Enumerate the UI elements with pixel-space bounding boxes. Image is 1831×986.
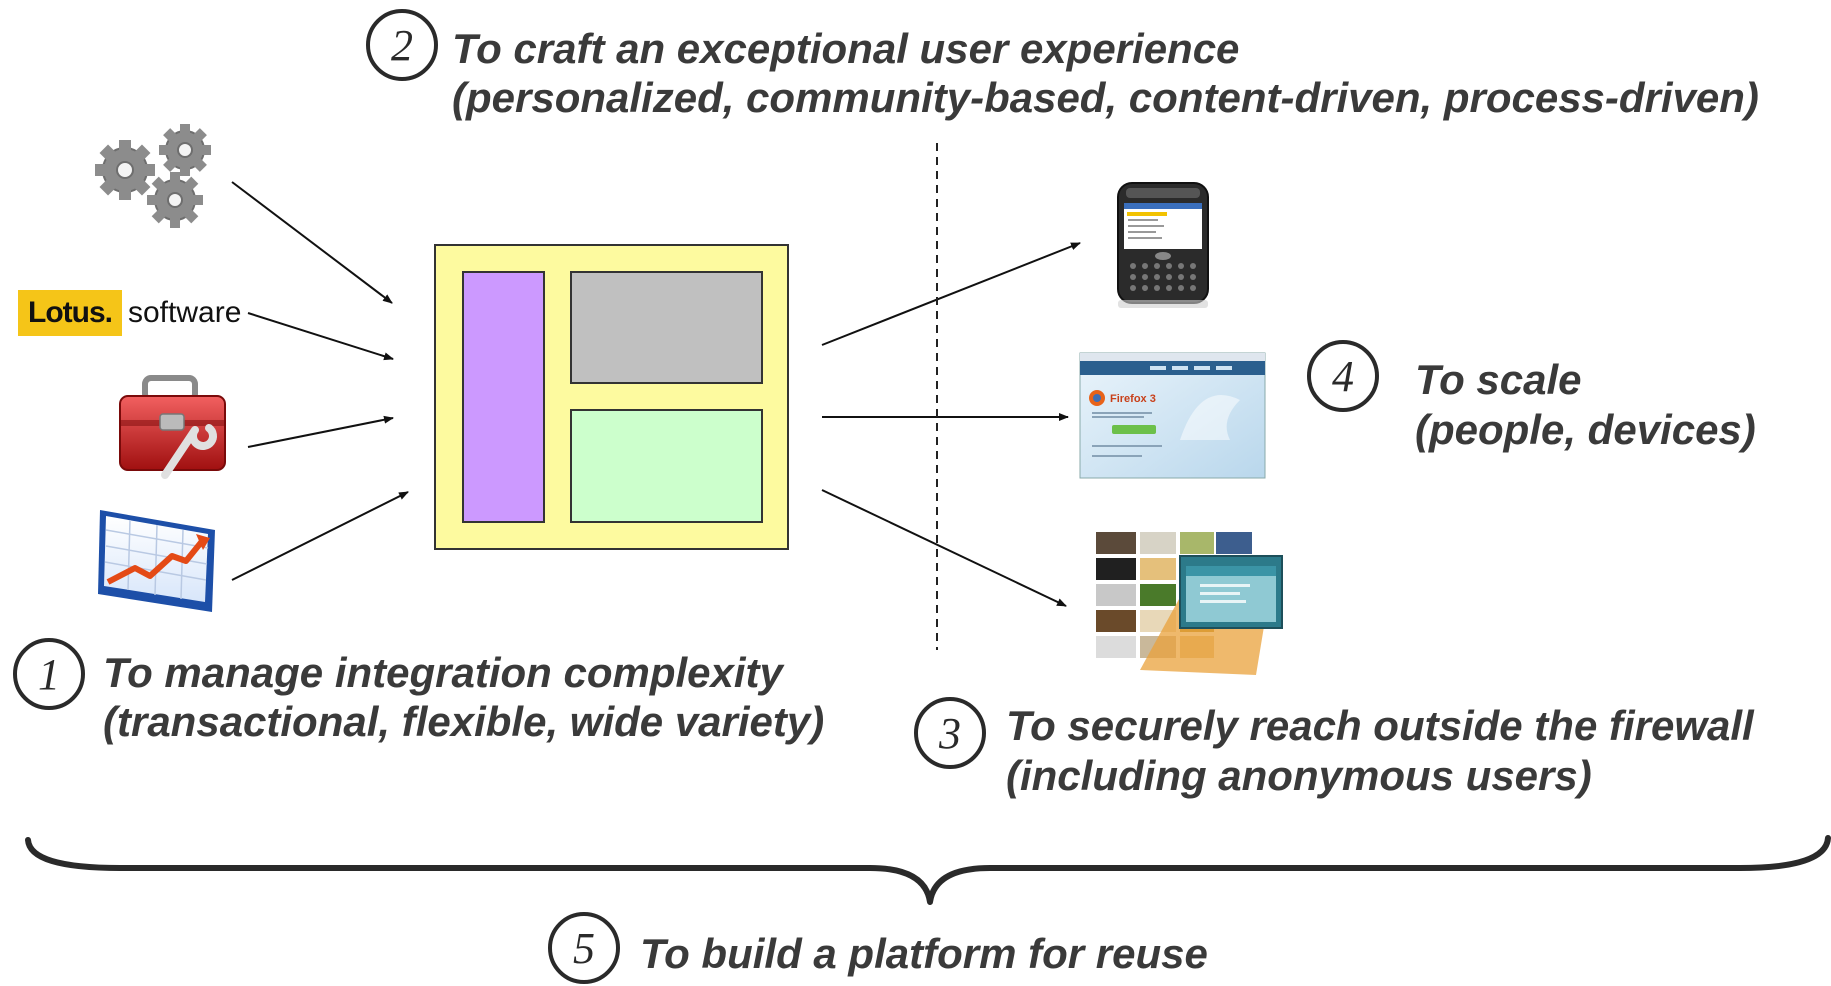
web-pages-collage-icon [1096, 532, 1283, 675]
arrow-chart-to-portal [231, 491, 409, 581]
goal-5-number-circle: 5 [548, 912, 620, 984]
chart-icon [98, 510, 215, 612]
goal-5-line1: To build a platform for reuse [640, 930, 1208, 977]
goal-1-line2: (transactional, flexible, wide variety) [103, 698, 825, 745]
goal-3-number-circle: 3 [914, 697, 986, 769]
arrow-portal-to-collage [821, 489, 1067, 607]
browser-title-text: Firefox 3 [1110, 393, 1156, 405]
goal-2-number: 2 [391, 20, 413, 70]
portal-bottom-panel [570, 409, 763, 523]
smartphone-icon [1117, 182, 1209, 308]
goal-3-line1: To securely reach outside the firewall [1006, 702, 1754, 749]
goal-5-number: 5 [573, 923, 595, 973]
goal-1-line1: To manage integration complexity [103, 649, 783, 696]
goal-2-line2: (personalized, community-based, content-… [452, 74, 1759, 121]
portal-top-panel [570, 271, 763, 384]
goal-4-line2: (people, devices) [1415, 406, 1756, 453]
portal-layout-diagram [434, 244, 789, 550]
goal-1-number: 1 [38, 649, 60, 699]
goal-4-line1: To scale [1415, 356, 1582, 403]
arrow-gears-to-portal [231, 181, 393, 304]
goal-2-number-circle: 2 [366, 9, 438, 81]
source-arrows [231, 181, 409, 581]
bottom-brace [25, 835, 1831, 905]
arrow-toolbox-to-portal [247, 415, 394, 448]
gears-icon [95, 124, 211, 228]
lotus-software-logo: Lotus. software [18, 290, 248, 336]
arrow-portal-to-phone [821, 242, 1081, 346]
goal-3-number: 3 [939, 708, 961, 758]
goal-1-number-circle: 1 [13, 638, 85, 710]
goal-3-line2: (including anonymous users) [1006, 752, 1592, 799]
browser-screenshot-icon: Firefox 3 [1079, 352, 1266, 479]
portal-nav-column [462, 271, 545, 523]
goal-4-number-circle: 4 [1307, 340, 1379, 412]
goal-2-line1: To craft an exceptional user experience [452, 25, 1240, 72]
lotus-suffix: software [122, 290, 248, 336]
goal-4-number: 4 [1332, 351, 1354, 401]
arrow-lotus-to-portal [247, 312, 394, 361]
toolbox-icon [119, 375, 226, 479]
lotus-brand: Lotus. [18, 290, 122, 336]
output-arrows [821, 242, 1081, 607]
